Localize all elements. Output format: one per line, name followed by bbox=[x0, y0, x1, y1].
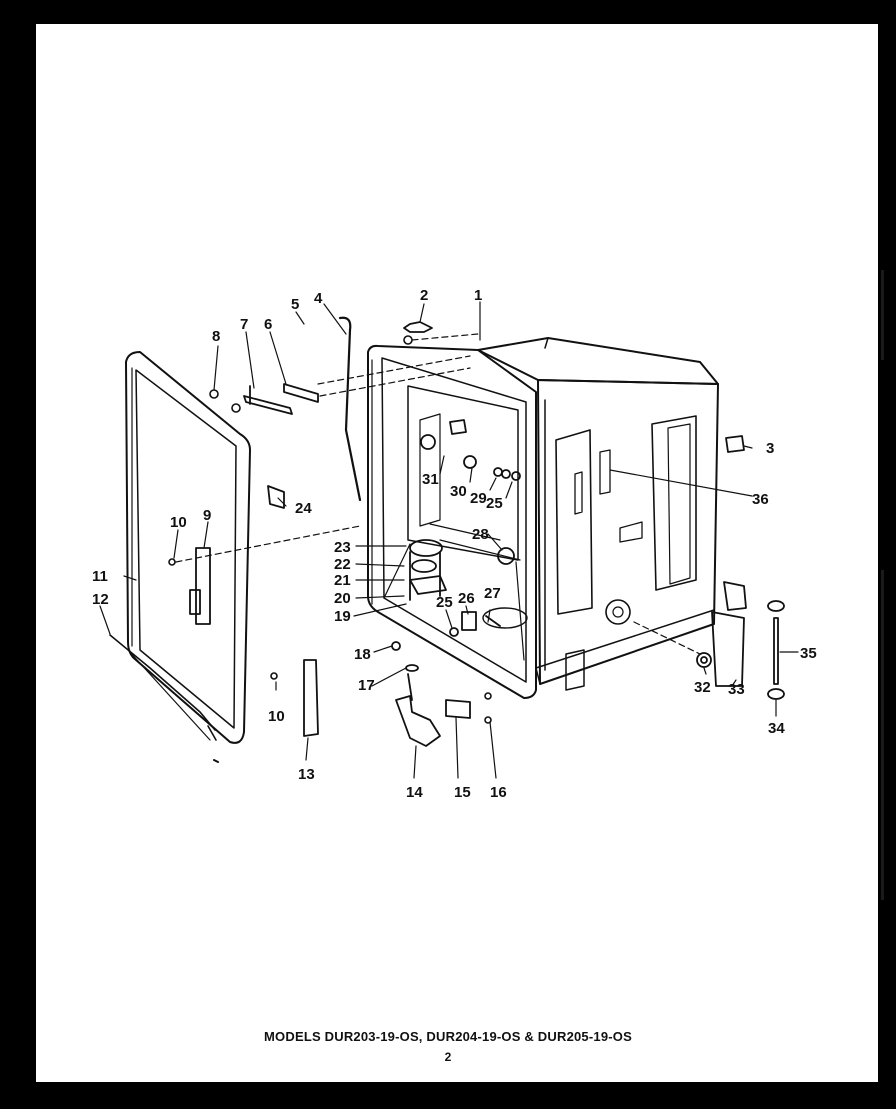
callout-19: 19 bbox=[334, 608, 351, 625]
tub-assembly bbox=[367, 337, 719, 699]
callout-22: 22 bbox=[334, 556, 351, 573]
callout-34: 34 bbox=[768, 720, 785, 737]
callout-11: 11 bbox=[92, 568, 108, 585]
callout-18: 18 bbox=[354, 646, 371, 663]
callout-23: 23 bbox=[334, 539, 351, 556]
callout-26: 26 bbox=[458, 590, 475, 607]
callout-28: 28 bbox=[472, 526, 489, 543]
hinge-and-trim-parts bbox=[189, 316, 785, 747]
callout-36: 36 bbox=[752, 491, 769, 508]
callout-21: 21 bbox=[334, 572, 351, 589]
callout-4: 4 bbox=[314, 290, 323, 307]
callout-17: 17 bbox=[358, 677, 375, 694]
callout-3: 3 bbox=[766, 440, 774, 457]
callout-24: 24 bbox=[295, 500, 312, 517]
callout-8: 8 bbox=[212, 328, 220, 345]
diagram-sheet bbox=[36, 24, 878, 1082]
callout-2: 2 bbox=[420, 287, 428, 304]
callout-25-upper: 25 bbox=[486, 495, 503, 512]
callout-10-upper: 10 bbox=[170, 514, 187, 531]
callout-1: 1 bbox=[474, 287, 482, 304]
callout-20: 20 bbox=[334, 590, 351, 607]
callout-15: 15 bbox=[454, 784, 471, 801]
page-number: 2 bbox=[444, 1050, 452, 1064]
callout-9: 9 bbox=[203, 507, 211, 524]
callout-31: 31 bbox=[422, 471, 439, 488]
callout-16: 16 bbox=[490, 784, 507, 801]
models-caption: MODELS DUR203-19-OS, DUR204-19-OS & DUR2… bbox=[264, 1029, 632, 1044]
scan-edge-mark bbox=[881, 270, 884, 360]
callout-35: 35 bbox=[800, 645, 817, 662]
callout-14: 14 bbox=[406, 784, 423, 801]
callout-33: 33 bbox=[728, 681, 745, 698]
callout-10-lower: 10 bbox=[268, 708, 285, 725]
callout-13: 13 bbox=[298, 766, 315, 783]
callout-29: 29 bbox=[470, 490, 487, 507]
callout-7: 7 bbox=[240, 316, 248, 333]
leader-lines bbox=[99, 301, 799, 779]
callout-30: 30 bbox=[450, 483, 467, 500]
callout-25-lower: 25 bbox=[436, 594, 453, 611]
scan-edge-mark bbox=[881, 570, 884, 900]
callout-32: 32 bbox=[694, 679, 711, 696]
assembly-guide-lines bbox=[175, 333, 701, 655]
callout-12: 12 bbox=[92, 591, 109, 608]
callout-labels: 1 2 3 4 5 6 7 8 9 10 10 11 12 13 14 15 1… bbox=[92, 287, 817, 801]
callout-5: 5 bbox=[291, 296, 299, 313]
door-assembly bbox=[109, 351, 251, 763]
callout-6: 6 bbox=[264, 316, 272, 333]
callout-27: 27 bbox=[484, 585, 501, 602]
